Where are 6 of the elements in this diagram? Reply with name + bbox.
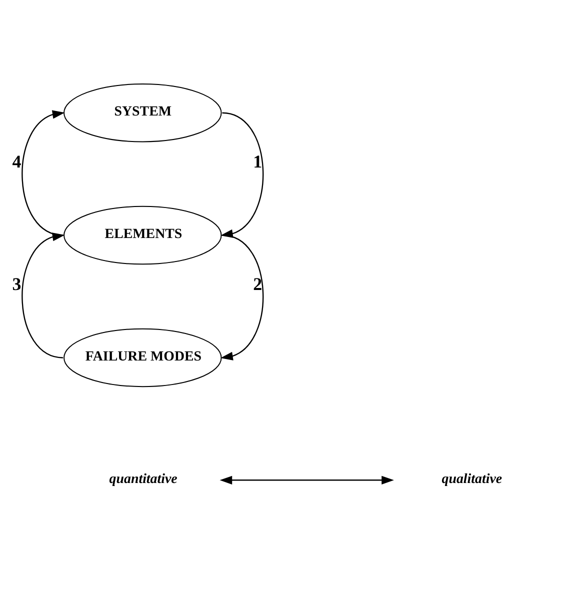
label: quantitative: [109, 471, 178, 486]
edge-label: 4: [12, 151, 22, 172]
edge-label: 2: [253, 273, 262, 294]
edge-label: 1: [253, 150, 262, 171]
edge-label: 3: [12, 274, 22, 294]
label: qualitative: [442, 471, 502, 486]
